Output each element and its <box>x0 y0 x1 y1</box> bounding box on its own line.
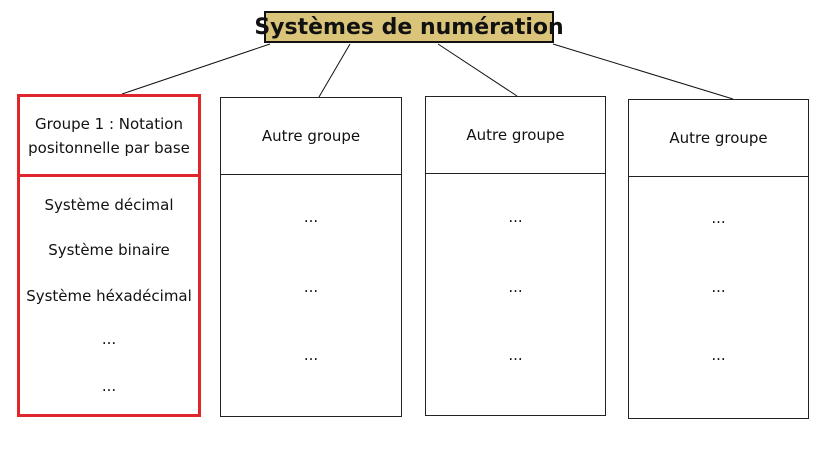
list-item: ... <box>303 208 319 226</box>
group-1-title-line-1: Groupe 1 : Notation <box>34 114 183 133</box>
list-item: ... <box>101 330 117 348</box>
list-item: Système binaire <box>48 241 170 259</box>
group-2-title: Autre groupe <box>261 127 361 145</box>
group-1-header: Groupe 1 : Notation positonnelle par bas… <box>20 97 198 174</box>
list-item: ... <box>303 346 319 364</box>
connector-group-2 <box>318 43 351 98</box>
group-4-title: Autre groupe <box>669 129 768 147</box>
group-1-box: Groupe 1 : Notation positonnelle par bas… <box>17 94 201 417</box>
list-item: ... <box>101 377 117 395</box>
root-title: Systèmes de numération <box>254 14 564 40</box>
group-2-box: Autre groupe ... ... ... <box>220 97 402 417</box>
group-3-divider <box>426 173 605 174</box>
list-item: Système décimal <box>44 196 174 214</box>
group-4-header: Autre groupe <box>629 100 808 176</box>
connector-group-1 <box>121 43 271 95</box>
group-2-divider <box>221 174 401 175</box>
list-item: ... <box>508 208 523 226</box>
list-item: Système héxadécimal <box>26 287 192 305</box>
list-item: ... <box>508 346 523 364</box>
group-1-title-line-2: positonnelle par base <box>28 138 190 157</box>
list-item: ... <box>711 346 726 364</box>
list-item: ... <box>508 278 523 296</box>
group-2-items: ... ... ... <box>221 175 401 415</box>
group-2-header: Autre groupe <box>221 98 401 174</box>
group-3-items: ... ... ... <box>426 174 605 414</box>
group-1-items: Système décimal Système binaire Système … <box>20 177 198 417</box>
list-item: ... <box>711 209 726 227</box>
group-3-header: Autre groupe <box>426 97 605 173</box>
group-4-divider <box>629 176 808 177</box>
connector-group-4 <box>552 43 734 100</box>
group-3-title: Autre groupe <box>466 126 565 144</box>
group-3-box: Autre groupe ... ... ... <box>425 96 606 416</box>
group-4-items: ... ... ... <box>629 177 808 417</box>
list-item: ... <box>303 278 319 296</box>
connector-group-3 <box>437 43 518 97</box>
group-1-divider <box>20 174 198 177</box>
root-node: Systèmes de numération <box>254 11 564 43</box>
list-item: ... <box>711 278 726 296</box>
group-4-box: Autre groupe ... ... ... <box>628 99 809 419</box>
